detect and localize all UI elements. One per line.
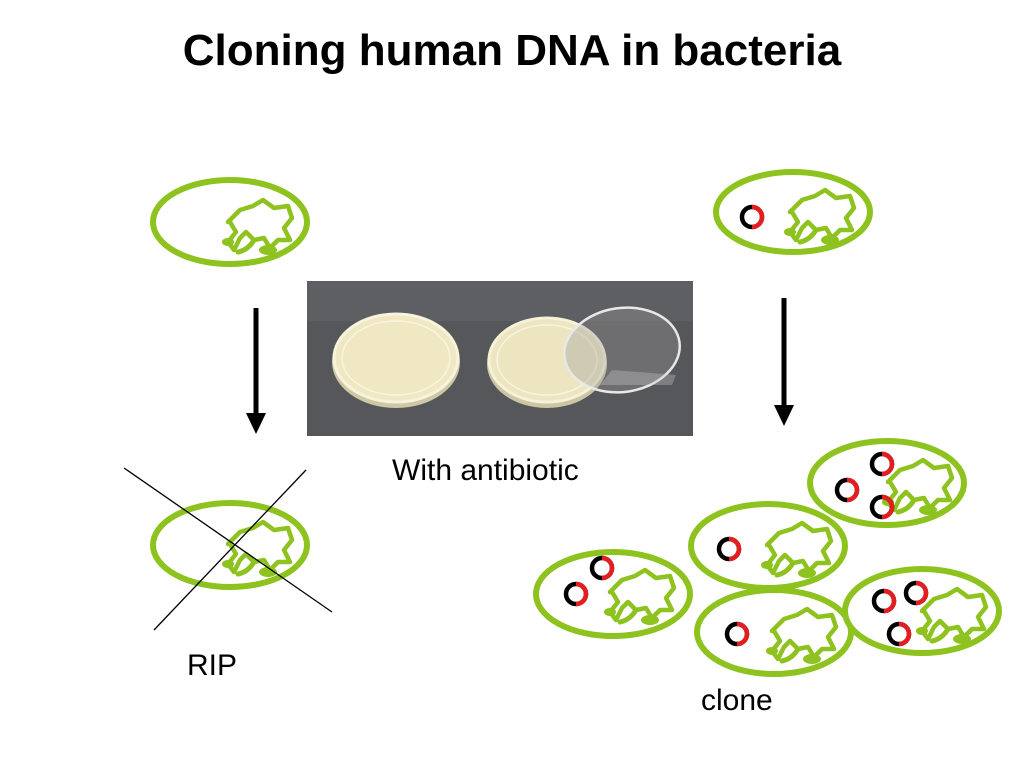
- bacterium-with-plasmid: [713, 169, 873, 255]
- clone-colony: [533, 438, 1002, 677]
- dead-bacterium: [150, 500, 310, 590]
- bacterium-without-plasmid: [150, 177, 310, 267]
- petri-dish-photo: [307, 281, 693, 436]
- clone-label: clone: [701, 684, 773, 717]
- chromosome-icon: [222, 200, 292, 255]
- antibiotic-plate-label: With antibiotic: [392, 454, 579, 487]
- chromosome-icon: [784, 190, 854, 245]
- clone-cell: [688, 501, 848, 591]
- chromosome-icon: [222, 522, 292, 577]
- clone-cell: [842, 566, 1002, 656]
- arrow-down-right: [774, 298, 794, 426]
- plasmid-icon: [742, 207, 762, 227]
- clone-cell: [807, 438, 967, 528]
- arrow-down-left: [246, 308, 266, 434]
- slide-title: Cloning human DNA in bacteria: [182, 26, 842, 75]
- clone-cell: [694, 587, 854, 677]
- rip-label: RIP: [187, 649, 238, 682]
- cross-out-mark: [123, 467, 333, 631]
- clone-cell: [533, 549, 693, 639]
